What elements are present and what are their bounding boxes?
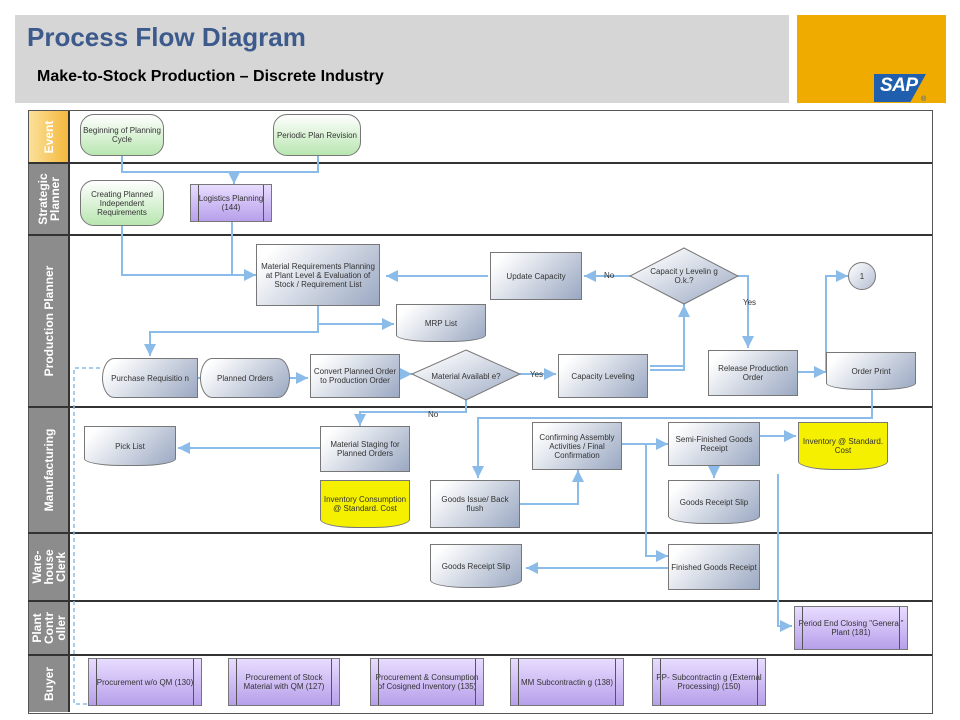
lane-divider (28, 654, 932, 656)
doc-mrp-list[interactable]: MRP List (396, 304, 486, 342)
subprocess-period-end-closing[interactable]: Period End Closing "General" Plant (181) (794, 606, 908, 650)
task-material-staging[interactable]: Material Staging for Planned Orders (320, 426, 410, 472)
doc-inventory-standard-cost[interactable]: Inventory @ Standard. Cost (798, 422, 888, 470)
lane-manufacturing: Manufacturing (29, 408, 70, 532)
event-periodic-plan-revision[interactable]: Periodic Plan Revision (273, 114, 361, 156)
decision-capacity-leveling-ok[interactable]: Capacit y Levelin g O.k.? (650, 267, 718, 285)
lane-divider (28, 234, 932, 236)
lane-divider (28, 406, 932, 408)
subprocess-mm-subcontracting[interactable]: MM Subcontractin g (138) (510, 658, 624, 706)
doc-pick-list[interactable]: Pick List (84, 426, 176, 466)
doc-order-print[interactable]: Order Print (826, 352, 916, 390)
event-creating-planned-requirements[interactable]: Creating Planned Independent Requirement… (80, 180, 164, 226)
lane-strategic-planner: Strategic Planner (29, 164, 70, 234)
lane-divider (28, 532, 932, 534)
logo-panel (797, 15, 946, 103)
task-update-capacity[interactable]: Update Capacity (490, 252, 582, 300)
event-beginning-planning-cycle[interactable]: Beginning of Planning Cycle (80, 114, 164, 156)
header-banner (15, 15, 789, 103)
lane-divider (28, 162, 932, 164)
doc-goods-receipt-slip-wh[interactable]: Goods Receipt Slip (430, 544, 522, 588)
storage-planned-orders[interactable]: Planned Orders (200, 358, 290, 398)
task-confirming-assembly[interactable]: Confirming Assembly Activities / Final C… (532, 422, 622, 470)
task-goods-issue-backflush[interactable]: Goods Issue/ Back flush (430, 480, 520, 528)
edge-label-no: No (428, 410, 439, 419)
connector-1[interactable]: 1 (848, 262, 876, 290)
sap-logo-text: SAP (880, 75, 918, 96)
lane-buyer: Buyer (29, 656, 70, 712)
edge-label-no: No (604, 271, 615, 280)
task-release-production-order[interactable]: Release Production Order (708, 350, 798, 396)
diagram-frame (28, 110, 933, 714)
doc-inventory-consumption[interactable]: Inventory Consumption @ Standard. Cost (320, 480, 410, 528)
lane-warehouse-clerk: Ware-house Clerk (29, 534, 70, 600)
page-subtitle: Make-to-Stock Production – Discrete Indu… (37, 68, 384, 85)
task-mrp-at-plant[interactable]: Material Requirements Planning at Plant … (256, 244, 380, 306)
subprocess-procurement-stock-material[interactable]: Procurement of Stock Material with QM (1… (228, 658, 340, 706)
edge-label-yes: Yes (743, 298, 757, 307)
subprocess-logistics-planning[interactable]: Logistics Planning (144) (190, 184, 272, 222)
lane-plant-controller: Plant Contr oller (29, 602, 70, 654)
subprocess-procurement-wo-qm[interactable]: Procurement w/o QM (130) (88, 658, 202, 706)
sap-logo-registered: ® (921, 96, 927, 103)
edge-label-yes: Yes (530, 370, 544, 379)
storage-purchase-requisition[interactable]: Purchase Requisitio n (102, 358, 198, 398)
task-finished-goods-receipt[interactable]: Finished Goods Receipt (668, 544, 760, 590)
task-capacity-leveling[interactable]: Capacity Leveling (558, 354, 648, 398)
lane-divider (28, 600, 932, 602)
task-convert-planned-order[interactable]: Convert Planned Order to Production Orde… (310, 354, 400, 398)
lane-event: Event (29, 111, 70, 162)
task-semi-finished-goods-receipt[interactable]: Semi-Finished Goods Receipt (668, 422, 760, 466)
decision-material-available[interactable]: Material Availabl e? (431, 371, 501, 381)
page-title: Process Flow Diagram (27, 22, 306, 52)
doc-goods-receipt-slip-mfg[interactable]: Goods Receipt Slip (668, 480, 760, 524)
lane-production-planner: Production Planner (29, 236, 70, 406)
subprocess-procurement-consignment[interactable]: Procurement & Consumption of Cosigned In… (370, 658, 484, 706)
subprocess-pp-subcontracting[interactable]: PP- Subcontractin g (External Processing… (652, 658, 766, 706)
